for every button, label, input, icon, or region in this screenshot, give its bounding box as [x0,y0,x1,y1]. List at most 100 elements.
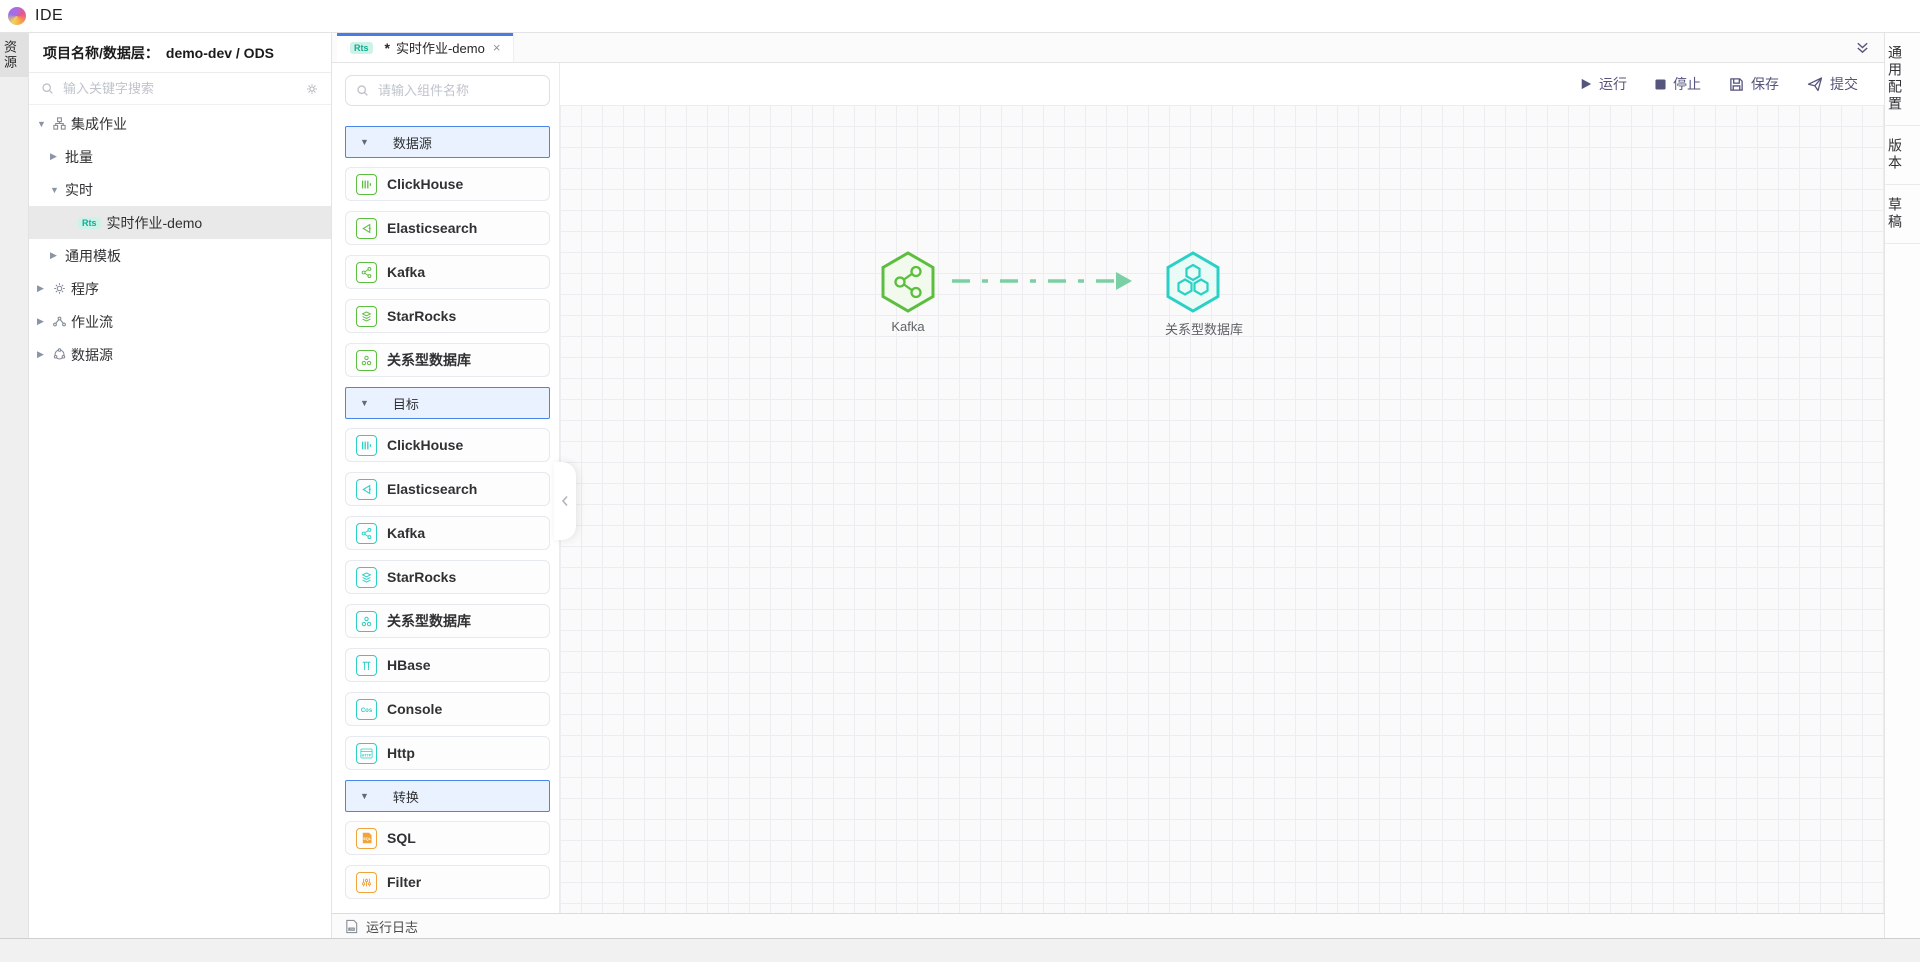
chevron-right-icon[interactable]: ▶ [37,349,44,359]
palette-item[interactable]: SQL SQL [345,821,550,855]
relational-db-node-icon [1166,251,1220,313]
filter-icon [356,871,377,893]
stop-icon [1655,78,1666,90]
tab-version[interactable]: 版本 [1885,126,1920,185]
palette-item-label: 关系型数据库 [387,352,471,368]
tab-realtime-job-demo[interactable]: Rts * 实时作业-demo × [337,33,515,62]
palette-collapse-handle[interactable] [554,462,576,540]
palette-item[interactable]: ClickHouse [345,167,550,201]
sidebar-search-row [29,73,331,105]
palette-section-label: 目标 [392,396,419,412]
canvas-grid[interactable] [560,105,1884,913]
chevron-down-icon[interactable]: ▼ [50,184,59,195]
chevron-right-icon[interactable]: ▶ [37,283,44,293]
canvas-toolbar: 运行 停止 保存 提交 [560,63,1884,105]
submit-button-label: 提交 [1830,76,1858,92]
tree-item[interactable]: ▶ 通用模板 [29,239,331,272]
palette-item[interactable]: HBase [345,648,550,682]
save-button[interactable]: 保存 [1729,74,1779,94]
right-panel-strip: 通用配置 版本 草稿 [1884,33,1920,938]
tree-item-label: 批量 [65,148,93,165]
tab-title: 实时作业-demo [395,41,485,56]
gutter-tab-resources[interactable]: 资源 [0,33,28,77]
node-kafka[interactable]: Kafka [880,251,936,334]
palette-item[interactable]: Kafka [345,255,550,289]
node-relational-db[interactable]: 关系型数据库 [1165,251,1243,338]
submit-button[interactable]: 提交 [1807,74,1858,94]
palette-section-header[interactable]: ▼ 目标 [345,387,550,419]
collapse-panel-icon[interactable] [1855,40,1870,55]
palette-item[interactable]: 关系型数据库 [345,604,550,638]
palette-item[interactable]: Elasticsearch [345,472,550,506]
palette-item[interactable]: StarRocks [345,299,550,333]
bottom-strip [0,938,1920,962]
datasource-icon [52,347,71,362]
close-icon[interactable]: × [492,40,501,55]
stop-button[interactable]: 停止 [1655,74,1701,94]
tree-item-label: 作业流 [71,313,113,330]
topbar: IDE [0,0,1920,33]
chevron-down-icon: ▼ [360,398,369,408]
clickhouse-icon [356,173,377,195]
flow-canvas[interactable]: 运行 停止 保存 提交 [560,63,1884,913]
rts-badge: Rts [350,41,373,54]
palette-item[interactable]: Kafka [345,516,550,550]
tree-item[interactable]: ▼集成作业 [29,107,331,140]
run-log-bar[interactable]: LOG 运行日志 [332,913,1884,938]
save-icon [1729,77,1744,92]
chevron-down-icon[interactable]: ▼ [37,118,46,129]
svg-text:SQL: SQL [363,837,372,841]
run-button[interactable]: 运行 [1580,74,1627,94]
tree-item-label: 实时作业-demo [106,214,203,231]
tree-item[interactable]: ▼实时 [29,173,331,206]
app-title: IDE [35,7,64,24]
elasticsearch-icon [356,478,377,500]
settings-icon[interactable] [305,82,319,96]
palette-item[interactable]: Filter [345,865,550,899]
project-header: 项目名称/数据层： demo-dev / ODS [29,33,331,73]
chevron-right-icon[interactable]: ▶ [50,151,57,161]
tab-draft[interactable]: 草稿 [1885,185,1920,244]
svg-text:LOG: LOG [349,927,355,931]
app-logo-icon [8,7,26,25]
sidebar-search-input[interactable] [61,80,298,97]
tree-item[interactable]: Rts 实时作业-demo [29,206,331,239]
flow-edge [952,272,1132,290]
chevron-right-icon[interactable]: ▶ [37,316,44,326]
elasticsearch-icon [356,217,377,239]
palette-search-input[interactable] [376,82,556,99]
search-icon [41,82,54,95]
starrocks-icon [356,305,377,327]
tree-item[interactable]: ▶ 数据源 [29,338,331,371]
log-file-icon: LOG [344,919,359,934]
palette-item-label: HBase [387,657,431,673]
palette-item[interactable]: ClickHouse [345,428,550,462]
palette-section-label: 转换 [392,789,419,805]
palette-item-label: SQL [387,830,416,846]
workflow-icon [52,314,71,329]
save-button-label: 保存 [1751,76,1779,92]
palette-section-header[interactable]: ▼数据源 [345,126,550,158]
tree-item[interactable]: ▶ 批量 [29,140,331,173]
tree-item[interactable]: ▶程序 [29,272,331,305]
palette-section-label: 数据源 [392,135,432,151]
tree-item-label: 通用模板 [65,247,121,264]
editor-tabbar: Rts * 实时作业-demo × [332,33,1884,63]
palette-item-label: Elasticsearch [387,220,478,236]
rts-badge: Rts [78,216,101,229]
node-label: Kafka [891,319,925,334]
chevron-right-icon[interactable]: ▶ [50,250,57,260]
tree-item[interactable]: ▶ 作业流 [29,305,331,338]
palette-item-label: Kafka [387,525,426,541]
palette-item[interactable]: 关系型数据库 [345,343,550,377]
palette-item[interactable]: StarRocks [345,560,550,594]
palette-item[interactable]: Elasticsearch [345,211,550,245]
tab-general-config[interactable]: 通用配置 [1885,33,1920,126]
relational-db-icon [356,349,377,371]
palette-section-header[interactable]: ▼ 转换 [345,780,550,812]
chevron-down-icon: ▼ [360,791,369,801]
tree-item-label: 数据源 [71,346,113,363]
